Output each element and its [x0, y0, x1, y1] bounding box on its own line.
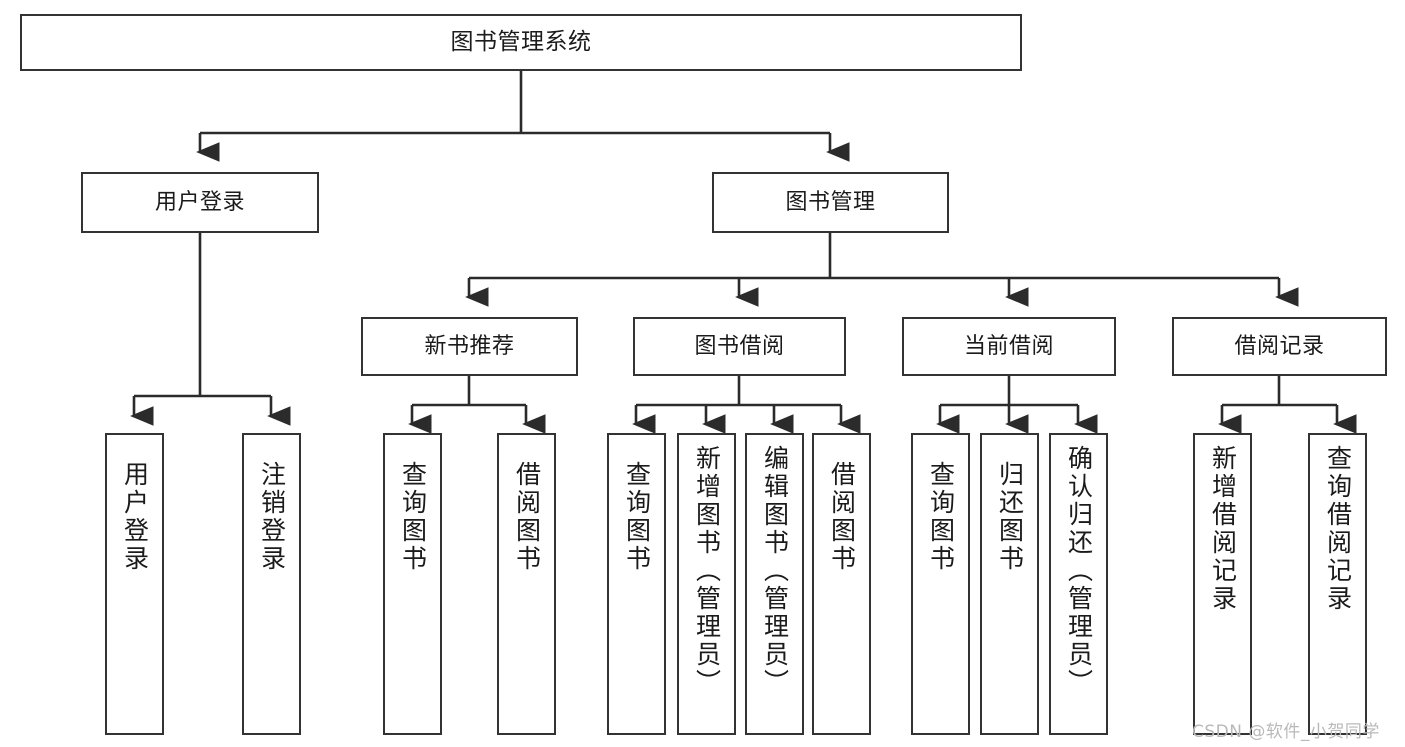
node-label: 确认归还（管理员）	[1064, 445, 1094, 697]
node-label: 注销登录	[257, 461, 287, 573]
node-current-borrow[interactable]: 当前借阅	[902, 317, 1116, 376]
leaf-current-confirm-return-admin[interactable]: 确认归还（管理员）	[1049, 433, 1108, 735]
node-borrow-record[interactable]: 借阅记录	[1172, 317, 1387, 376]
node-new-book-recommend[interactable]: 新书推荐	[361, 317, 578, 376]
node-label: 编辑图书（管理员）	[760, 445, 790, 697]
node-label: 图书管理系统	[450, 28, 592, 55]
node-label: 归还图书	[995, 461, 1025, 573]
node-label: 用户登录	[120, 461, 150, 573]
watermark-text: CSDN @软件_小贺同学	[1192, 722, 1380, 742]
node-label: 查询图书	[398, 461, 428, 573]
node-label: 新增借阅记录	[1208, 445, 1238, 613]
node-label: 当前借阅	[963, 333, 1054, 359]
node-book-borrow[interactable]: 图书借阅	[633, 317, 846, 376]
node-label: 新书推荐	[424, 333, 515, 359]
node-label: 查询图书	[926, 461, 956, 573]
leaf-borrow-add-book-admin[interactable]: 新增图书（管理员）	[677, 433, 736, 735]
node-book-management[interactable]: 图书管理	[712, 172, 949, 233]
leaf-current-return-book[interactable]: 归还图书	[980, 433, 1039, 735]
leaf-borrow-edit-book-admin[interactable]: 编辑图书（管理员）	[745, 433, 804, 735]
node-user-login[interactable]: 用户登录	[81, 172, 319, 233]
node-label: 借阅图书	[512, 461, 542, 573]
node-label: 用户登录	[154, 189, 245, 215]
leaf-record-query-record[interactable]: 查询借阅记录	[1308, 433, 1367, 735]
leaf-borrow-borrow-book[interactable]: 借阅图书	[812, 433, 871, 735]
node-label: 查询借阅记录	[1323, 445, 1353, 613]
leaf-recommend-borrow-book[interactable]: 借阅图书	[497, 433, 556, 735]
node-label: 查询图书	[622, 461, 652, 573]
leaf-recommend-query-book[interactable]: 查询图书	[383, 433, 442, 735]
leaf-user-login-login[interactable]: 用户登录	[105, 433, 164, 735]
leaf-borrow-query-book[interactable]: 查询图书	[607, 433, 666, 735]
node-label: 借阅图书	[827, 461, 857, 573]
node-root-system[interactable]: 图书管理系统	[20, 14, 1022, 71]
node-label: 新增图书（管理员）	[692, 445, 722, 697]
node-label: 借阅记录	[1234, 333, 1325, 359]
leaf-record-add-record[interactable]: 新增借阅记录	[1193, 433, 1252, 735]
node-label: 图书管理	[785, 189, 876, 215]
leaf-current-query-book[interactable]: 查询图书	[911, 433, 970, 735]
node-label: 图书借阅	[694, 333, 785, 359]
leaf-user-login-logout[interactable]: 注销登录	[242, 433, 301, 735]
